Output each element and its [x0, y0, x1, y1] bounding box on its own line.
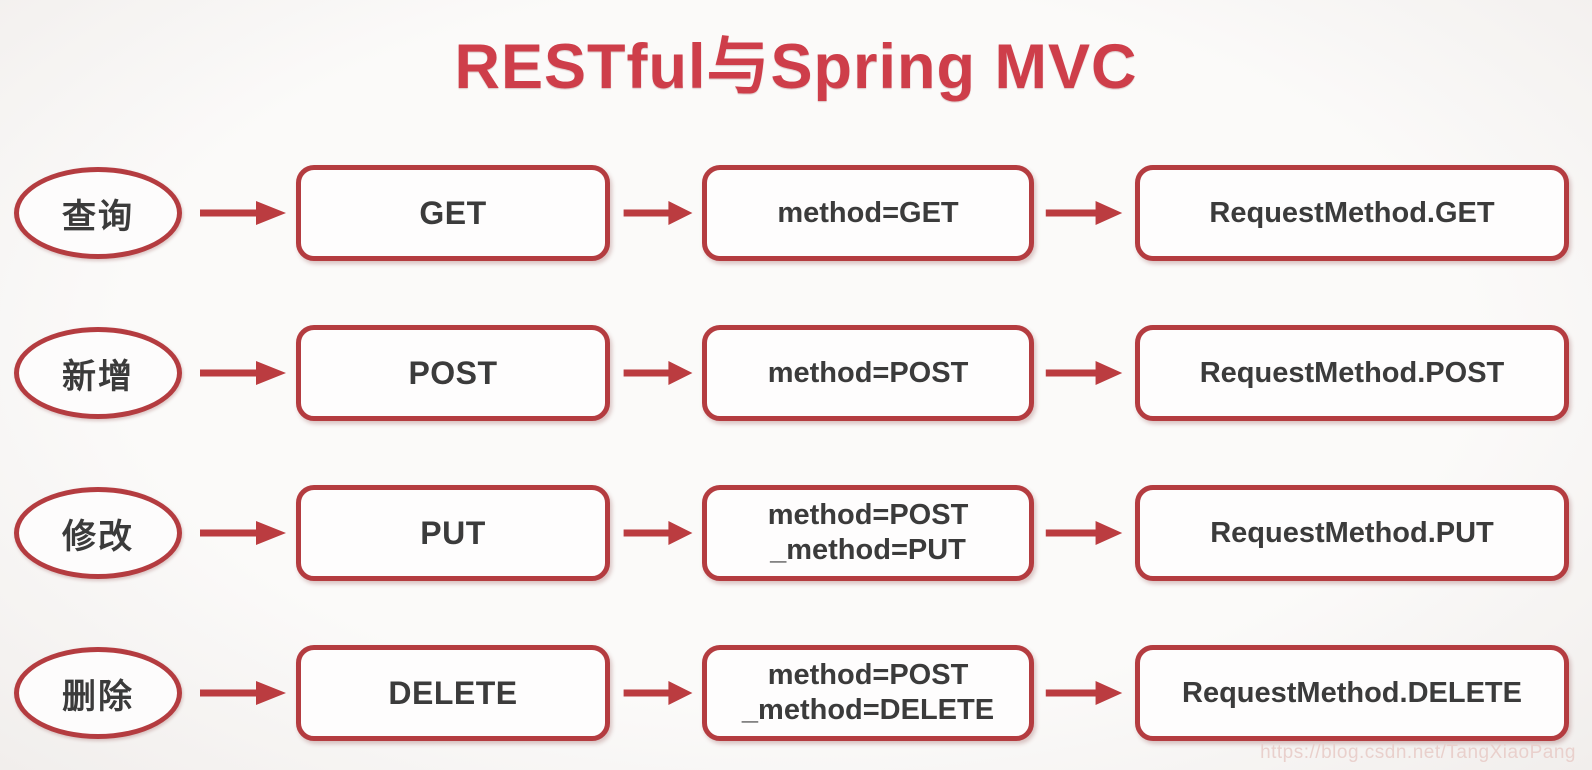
form-method-line1: method=POST	[767, 356, 969, 389]
operation-ellipse: 查询	[14, 167, 182, 259]
right-arrow-icon	[200, 361, 286, 385]
spring-enum-label: RequestMethod.GET	[1209, 196, 1495, 229]
form-method-box: method=GET	[702, 165, 1034, 261]
right-arrow-icon	[200, 201, 286, 225]
form-method-line1: method=POST	[767, 499, 969, 532]
page-title: RESTful与Spring MVC	[454, 32, 1138, 102]
form-method-line1: method=POST	[767, 659, 969, 692]
form-method-line2: _method=PUT	[770, 534, 966, 566]
diagram-row-query: 查询 GET method=GET RequestMethod.GET	[0, 163, 1592, 263]
spring-enum-label: RequestMethod.PUT	[1210, 516, 1494, 549]
operation-label: 新增	[62, 357, 134, 396]
diagram-row-delete: 删除 DELETE method=POST _method=DELETE Req…	[0, 643, 1592, 743]
http-method-label: PUT	[420, 514, 486, 551]
form-method-line2: _method=DELETE	[741, 694, 995, 726]
form-method-line1: method=GET	[777, 196, 959, 229]
form-method-box: method=POST _method=PUT	[702, 485, 1034, 581]
right-arrow-icon	[1045, 361, 1123, 385]
spring-enum-box: RequestMethod.DELETE	[1135, 645, 1569, 741]
operation-ellipse: 删除	[14, 647, 182, 739]
right-arrow-icon	[623, 201, 693, 225]
right-arrow-icon	[200, 681, 286, 705]
http-method-box: DELETE	[296, 645, 610, 741]
form-method-box: method=POST	[702, 325, 1034, 421]
spring-enum-box: RequestMethod.POST	[1135, 325, 1569, 421]
right-arrow-icon	[1045, 201, 1123, 225]
http-method-label: DELETE	[388, 674, 518, 711]
http-method-box: PUT	[296, 485, 610, 581]
http-method-box: GET	[296, 165, 610, 261]
right-arrow-icon	[1045, 521, 1123, 545]
right-arrow-icon	[200, 521, 286, 545]
operation-label: 修改	[62, 517, 134, 556]
http-method-label: GET	[419, 194, 487, 231]
right-arrow-icon	[1045, 681, 1123, 705]
diagram-row-update: 修改 PUT method=POST _method=PUT RequestMe…	[0, 483, 1592, 583]
spring-enum-label: RequestMethod.DELETE	[1182, 676, 1522, 709]
http-method-box: POST	[296, 325, 610, 421]
spring-enum-label: RequestMethod.POST	[1199, 356, 1505, 389]
operation-ellipse: 修改	[14, 487, 182, 579]
right-arrow-icon	[623, 521, 693, 545]
right-arrow-icon	[623, 361, 693, 385]
spring-enum-box: RequestMethod.PUT	[1135, 485, 1569, 581]
spring-enum-box: RequestMethod.GET	[1135, 165, 1569, 261]
operation-ellipse: 新增	[14, 327, 182, 419]
operation-label: 删除	[62, 677, 134, 716]
diagram-row-create: 新增 POST method=POST RequestMethod.POST	[0, 323, 1592, 423]
http-method-label: POST	[408, 354, 498, 391]
right-arrow-icon	[623, 681, 693, 705]
watermark: https://blog.csdn.net/TangXiaoPang	[1260, 742, 1576, 763]
form-method-box: method=POST _method=DELETE	[702, 645, 1034, 741]
operation-label: 查询	[62, 197, 134, 236]
